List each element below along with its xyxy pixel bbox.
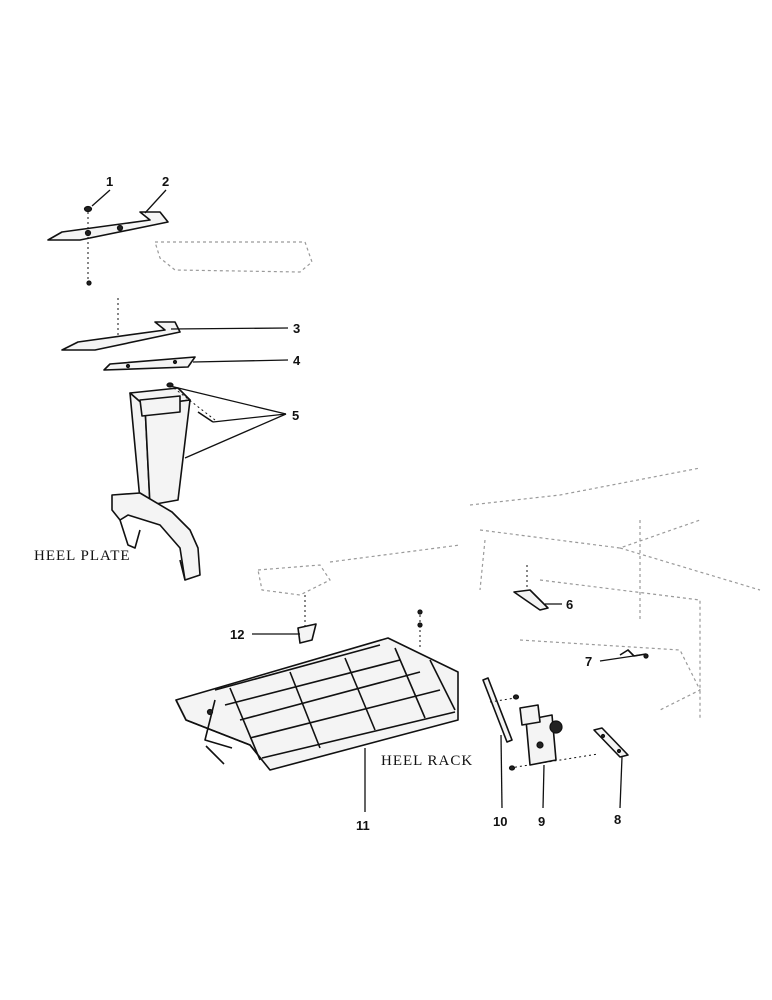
callout-12: 12 xyxy=(230,627,244,642)
heel-rack xyxy=(175,609,459,771)
pin-part xyxy=(83,205,93,286)
heel-plate-strip xyxy=(103,356,196,371)
callout-8: 8 xyxy=(614,812,621,827)
callout-5: 5 xyxy=(292,408,299,423)
rod-part xyxy=(482,677,520,743)
callout-3: 3 xyxy=(293,321,300,336)
callout-2: 2 xyxy=(162,174,169,189)
heel-plate-top-plate xyxy=(47,211,169,241)
link-part xyxy=(513,565,549,611)
mounting-plate-part xyxy=(593,727,629,758)
bracket-part xyxy=(297,595,317,644)
callout-10: 10 xyxy=(493,814,507,829)
heel-plate-caption: HEEL PLATE xyxy=(34,548,131,564)
callout-9: 9 xyxy=(538,814,545,829)
callout-7: 7 xyxy=(585,654,592,669)
leader-lines xyxy=(91,189,641,812)
callout-1: 1 xyxy=(106,174,113,189)
heel-plate-middle-plate xyxy=(61,321,181,351)
callout-11: 11 xyxy=(356,818,370,833)
ghost-machine-outline xyxy=(154,241,761,720)
callout-4: 4 xyxy=(293,353,301,368)
latch-part xyxy=(508,704,599,771)
heel-plate-body xyxy=(111,382,216,581)
heel-rack-caption: HEEL RACK xyxy=(381,753,473,769)
callout-6: 6 xyxy=(566,597,573,612)
